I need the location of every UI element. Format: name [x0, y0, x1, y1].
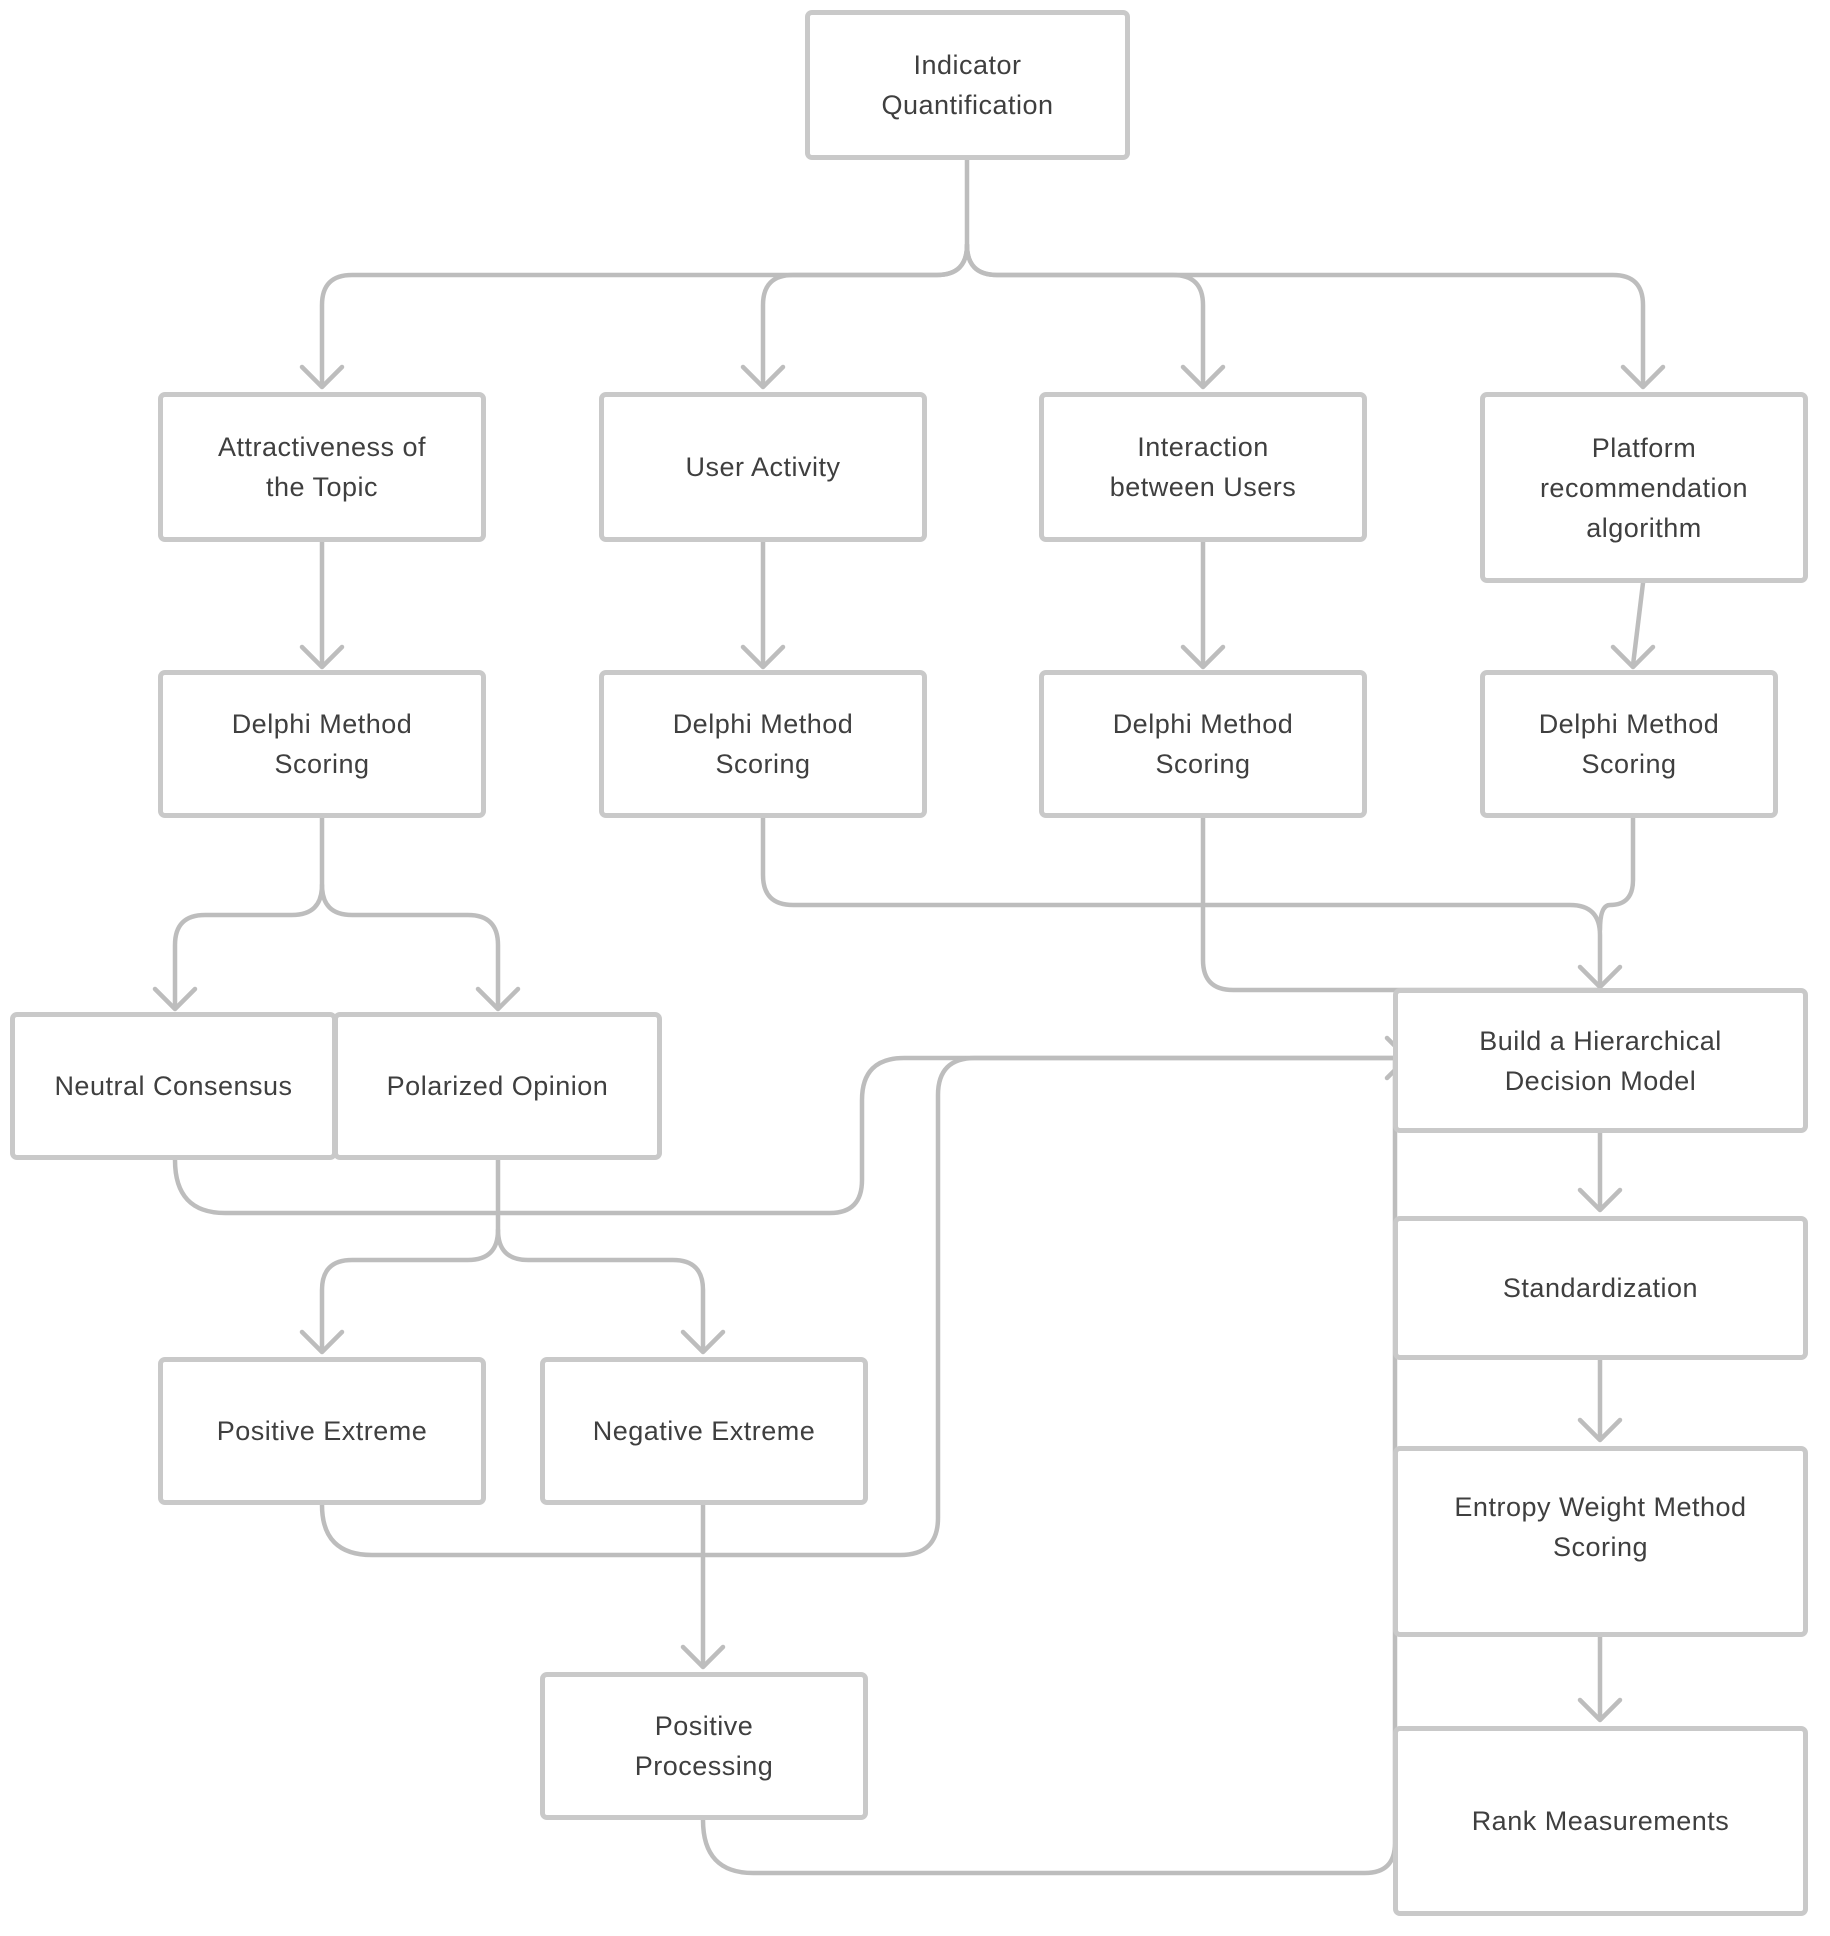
- node-label: Positive Extreme: [216, 1416, 428, 1446]
- arrowhead: [1577, 1697, 1623, 1723]
- node-platform-recommendation-algorithm[interactable]: Platform recommendation algorithm: [1480, 392, 1808, 583]
- arrowhead: [1610, 644, 1656, 670]
- node-positive-processing[interactable]: Positive Processing: [540, 1672, 868, 1820]
- connector-delphi3-to-build-model: [1200, 815, 1603, 993]
- connector-iq-to-interaction: [964, 242, 1206, 388]
- node-label: Attractiveness of the Topic: [217, 432, 427, 502]
- connector-iq-to-attractiveness: [319, 157, 970, 388]
- arrowhead: [152, 986, 198, 1012]
- node-label: Platform recommendation algorithm: [1539, 432, 1749, 543]
- node-label: Polarized Opinion: [386, 1071, 609, 1101]
- node-label: Delphi Method Scoring: [1538, 709, 1720, 779]
- node-delphi-method-scoring-2[interactable]: Delphi Method Scoring: [599, 670, 927, 818]
- node-user-activity[interactable]: User Activity: [599, 392, 927, 542]
- arrowhead: [475, 986, 521, 1012]
- connector-platform-to-delphi: [1630, 580, 1646, 668]
- node-rank-measurements[interactable]: Rank Measurements: [1393, 1726, 1808, 1916]
- node-label: Rank Measurements: [1471, 1806, 1730, 1836]
- arrowhead: [740, 644, 786, 670]
- node-negative-extreme[interactable]: Negative Extreme: [540, 1357, 868, 1505]
- node-label: Delphi Method Scoring: [672, 709, 854, 779]
- node-attractiveness-of-the-topic[interactable]: Attractiveness of the Topic: [158, 392, 486, 542]
- arrowhead: [299, 1329, 345, 1355]
- node-standardization[interactable]: Standardization: [1393, 1216, 1808, 1360]
- connector-positive-extreme-to-build-model: [319, 1055, 1408, 1558]
- connector-delphi1-to-neutral: [172, 815, 325, 1010]
- connector-delphi4-to-build-model: [1597, 815, 1636, 933]
- arrowhead: [740, 364, 786, 390]
- node-label: Negative Extreme: [592, 1416, 816, 1446]
- connector-iq-to-platform: [964, 242, 1646, 388]
- node-indicator-quantification[interactable]: Indicator Quantification: [805, 10, 1130, 160]
- node-polarized-opinion[interactable]: Polarized Opinion: [333, 1012, 662, 1160]
- connector-neutral-to-build-model: [172, 1055, 1408, 1216]
- arrowhead: [1577, 1187, 1623, 1213]
- arrowhead: [299, 644, 345, 670]
- node-entropy-weight-method-scoring[interactable]: Entropy Weight Method Scoring: [1393, 1446, 1808, 1637]
- arrowhead: [299, 364, 345, 390]
- arrowhead: [1180, 364, 1226, 390]
- arrowhead: [1180, 644, 1226, 670]
- connector-polarized-to-negative-extreme: [495, 1227, 706, 1353]
- node-positive-extreme[interactable]: Positive Extreme: [158, 1357, 486, 1505]
- node-neutral-consensus[interactable]: Neutral Consensus: [10, 1012, 337, 1160]
- node-label: Interaction between Users: [1109, 432, 1297, 502]
- node-label: Entropy Weight Method Scoring: [1454, 1492, 1747, 1562]
- node-label: Positive Processing: [634, 1711, 774, 1781]
- arrowhead: [1620, 364, 1666, 390]
- node-label: User Activity: [685, 452, 841, 482]
- arrowhead: [1577, 1417, 1623, 1443]
- arrowhead: [680, 1329, 726, 1355]
- node-label: Delphi Method Scoring: [231, 709, 413, 779]
- node-label: Indicator Quantification: [881, 50, 1054, 120]
- connector-iq-to-user-activity: [760, 242, 970, 388]
- node-delphi-method-scoring-3[interactable]: Delphi Method Scoring: [1039, 670, 1367, 818]
- node-label: Standardization: [1502, 1273, 1699, 1303]
- node-interaction-between-users[interactable]: Interaction between Users: [1039, 392, 1367, 542]
- node-build-hierarchical-decision-model[interactable]: Build a Hierarchical Decision Model: [1393, 988, 1808, 1133]
- node-delphi-method-scoring-4[interactable]: Delphi Method Scoring: [1480, 670, 1778, 818]
- node-label: Delphi Method Scoring: [1112, 709, 1294, 779]
- connector-delphi1-to-polarized: [319, 882, 501, 1010]
- arrowhead: [1577, 964, 1623, 990]
- node-delphi-method-scoring-1[interactable]: Delphi Method Scoring: [158, 670, 486, 818]
- connector-polarized-to-positive-extreme: [319, 1157, 501, 1353]
- arrowhead: [680, 1644, 726, 1670]
- node-label: Build a Hierarchical Decision Model: [1479, 1025, 1722, 1096]
- connector-delphi2-to-build-model: [760, 815, 1603, 988]
- node-label: Neutral Consensus: [54, 1071, 293, 1101]
